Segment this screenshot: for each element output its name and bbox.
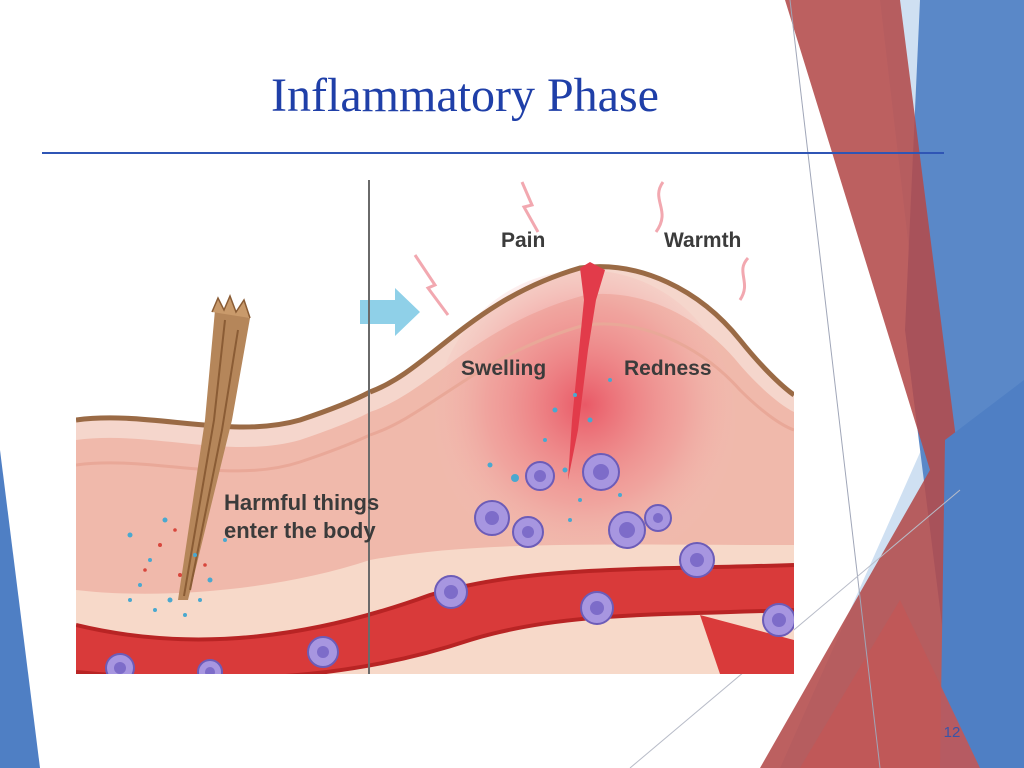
particles-left-red xyxy=(143,528,207,577)
left-skin-outline xyxy=(76,389,372,430)
blood-vessel-wall-top xyxy=(76,563,794,642)
page-number: 12 xyxy=(943,724,961,741)
splinter-grain xyxy=(183,319,239,597)
label-harmful-line2: enter the body xyxy=(224,518,376,543)
label-warmth: Warmth xyxy=(664,229,741,252)
blood-vessel-branch xyxy=(700,615,794,674)
warmth-wave-right xyxy=(738,256,750,301)
white-blood-cell-nuclei xyxy=(114,464,786,674)
deco-thin-line-1 xyxy=(789,0,881,768)
label-swelling: Swelling xyxy=(461,357,546,380)
right-skin-outline xyxy=(369,264,794,398)
particles-left xyxy=(127,517,227,617)
slide-title: Inflammatory Phase xyxy=(271,69,659,122)
label-pain: Pain xyxy=(501,229,545,252)
title-underline xyxy=(42,152,944,154)
blood-vessel xyxy=(76,565,794,674)
transition-arrow xyxy=(360,288,420,336)
label-redness: Redness xyxy=(624,357,712,380)
pain-lightning-left xyxy=(413,254,450,316)
warmth-wave-top xyxy=(654,181,665,233)
deco-red-lower xyxy=(800,600,980,768)
deco-thin-line-2 xyxy=(629,489,961,768)
pain-lightning-top xyxy=(520,181,540,233)
right-skin-inner-line xyxy=(369,322,794,437)
left-skin-inner-line xyxy=(76,433,371,473)
label-harmful-line1: Harmful things xyxy=(224,490,379,515)
deco-blue-lower xyxy=(940,380,1024,768)
splinter-top xyxy=(211,293,251,319)
inflammation-glow xyxy=(435,270,735,570)
wound-crack xyxy=(568,262,605,480)
left-edge-blue-strip xyxy=(0,450,40,768)
blood-vessel-wall-bottom xyxy=(76,608,794,674)
